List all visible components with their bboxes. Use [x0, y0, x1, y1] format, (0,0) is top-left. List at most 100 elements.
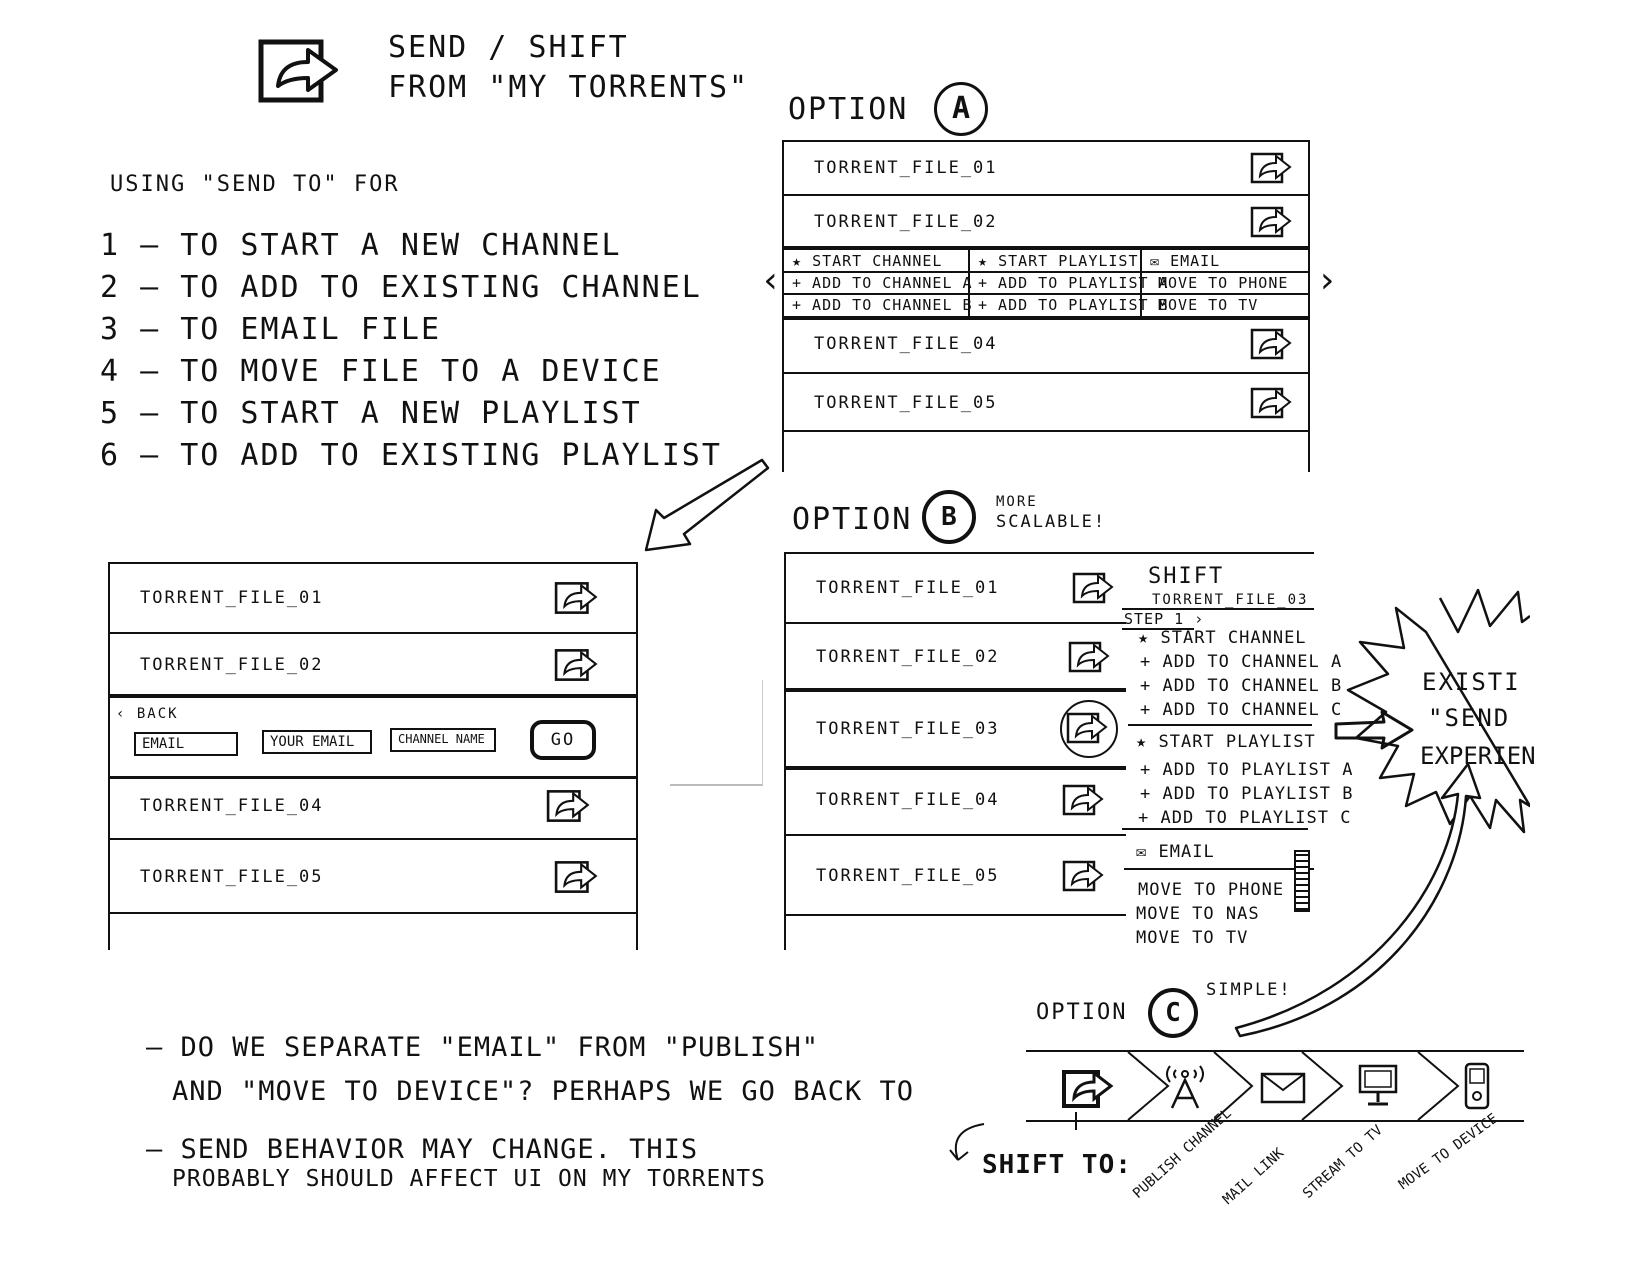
shift-menu-file: TORRENT_FILE_03 — [1152, 592, 1309, 608]
usage-item: 1 – TO START A NEW CHANNEL — [100, 228, 622, 263]
page-title: SEND / SHIFT — [388, 30, 629, 65]
share-icon-highlighted[interactable] — [1060, 700, 1118, 758]
option-b-note: MORE — [996, 494, 1038, 510]
carousel-next-button[interactable]: › — [1316, 260, 1340, 301]
file-name: TORRENT_FILE_02 — [814, 212, 998, 232]
menu-item-start-channel[interactable]: ★ START CHANNEL — [792, 252, 943, 270]
menu-item-add-playlist-c[interactable]: + ADD TO PLAYLIST C — [1138, 808, 1352, 828]
menu-item-label: START PLAYLIST — [998, 252, 1139, 270]
menu-item-start-playlist[interactable]: ★ START PLAYLIST — [978, 252, 1139, 270]
back-button[interactable]: ‹ BACK — [116, 706, 179, 722]
option-a-list: TORRENT_FILE_01 TORRENT_FILE_02 ★ START … — [782, 140, 1310, 472]
menu-item-start-channel[interactable]: ★ START CHANNEL — [1138, 628, 1307, 648]
list-item[interactable]: TORRENT_FILE_05 — [784, 372, 1308, 432]
usage-item: 3 – TO EMAIL FILE — [100, 312, 442, 347]
your-email-field[interactable]: YOUR EMAIL — [262, 730, 372, 754]
list-item[interactable]: TORRENT_FILE_05 — [786, 834, 1126, 916]
menu-item-label: EMAIL — [1170, 252, 1221, 270]
pointer-arrow-icon — [949, 1112, 1077, 1161]
menu-item-add-channel-c[interactable]: + ADD TO CHANNEL C — [1140, 700, 1343, 720]
share-icon[interactable] — [1062, 858, 1106, 894]
share-icon[interactable] — [1250, 385, 1294, 421]
menu-item-email[interactable]: ✉ EMAIL — [1136, 842, 1215, 862]
menu-item-add-channel-a[interactable]: + ADD TO CHANNEL A — [792, 274, 973, 292]
menu-item-move-nas[interactable]: MOVE TO NAS — [1136, 904, 1260, 924]
flow-arrow-icon — [644, 458, 770, 552]
menu-item-add-channel-b[interactable]: + ADD TO CHANNEL B — [792, 296, 973, 314]
shift-menu-title: SHIFT — [1148, 564, 1225, 589]
starburst-text: EXPERIEN — [1420, 742, 1536, 770]
starburst-text: EXISTI — [1422, 668, 1521, 696]
target-label-device: MOVE TO DEVICE — [1396, 1110, 1501, 1193]
menu-item-move-phone[interactable]: MOVE TO PHONE — [1138, 880, 1285, 900]
menu-item-add-playlist-a[interactable]: + ADD TO PLAYLIST A — [978, 274, 1169, 292]
go-button[interactable]: GO — [530, 720, 596, 760]
mail-icon: ✉ — [1150, 252, 1161, 270]
menu-item-move-phone[interactable]: MOVE TO PHONE — [1158, 274, 1289, 292]
menu-item-add-channel-a[interactable]: + ADD TO CHANNEL A — [1140, 652, 1343, 672]
menu-item-move-tv[interactable]: MOVE TO TV — [1158, 296, 1259, 314]
email-panel-list: TORRENT_FILE_01 TORRENT_FILE_02 ‹ BACK E… — [108, 562, 638, 950]
menu-item-add-channel-b[interactable]: + ADD TO CHANNEL B — [1140, 676, 1343, 696]
list-item[interactable]: TORRENT_FILE_04 — [110, 774, 636, 838]
list-item[interactable]: TORRENT_FILE_01 — [784, 142, 1308, 194]
option-a-label: OPTION — [788, 92, 909, 127]
option-b-label: OPTION — [792, 502, 913, 537]
email-field[interactable]: EMAIL — [134, 732, 238, 756]
option-b-note: SCALABLE! — [996, 512, 1107, 532]
menu-item-email[interactable]: ✉ EMAIL — [1150, 252, 1220, 270]
option-c-strip — [1026, 1050, 1524, 1122]
note-line: AND "MOVE TO DEVICE"? PERHAPS WE GO BACK… — [172, 1076, 914, 1107]
starburst-shape — [1346, 588, 1530, 834]
share-icon[interactable] — [1250, 150, 1294, 186]
list-item[interactable]: TORRENT_FILE_02 — [110, 632, 636, 696]
share-icon[interactable] — [1068, 639, 1112, 675]
file-name: TORRENT_FILE_02 — [140, 655, 324, 675]
share-icon[interactable] — [1250, 204, 1294, 240]
menu-item-start-playlist[interactable]: ★ START PLAYLIST — [1136, 732, 1316, 752]
list-item[interactable]: TORRENT_FILE_04 — [784, 316, 1308, 372]
list-item[interactable]: TORRENT_FILE_01 — [110, 564, 636, 632]
share-icon[interactable] — [546, 787, 592, 825]
carousel-prev-button[interactable]: ‹ — [760, 260, 784, 301]
scrollbar[interactable] — [1294, 850, 1310, 912]
option-c-badge: C — [1148, 988, 1198, 1038]
share-icon[interactable] — [554, 579, 600, 617]
file-name: TORRENT_FILE_04 — [140, 796, 324, 816]
list-item-empty — [110, 912, 636, 950]
tv-icon[interactable] — [1356, 1062, 1400, 1110]
list-item-empty — [784, 430, 1308, 472]
share-icon[interactable] — [1250, 326, 1294, 362]
list-item[interactable]: TORRENT_FILE_04 — [786, 766, 1126, 834]
list-item-selected[interactable]: TORRENT_FILE_03 — [786, 688, 1126, 770]
share-icon[interactable] — [554, 858, 600, 896]
share-icon[interactable] — [1062, 782, 1106, 818]
menu-item-label: EMAIL — [1158, 842, 1215, 862]
list-item[interactable]: TORRENT_FILE_02 — [786, 622, 1126, 690]
target-label-stream: STREAM TO TV — [1300, 1122, 1386, 1202]
channel-name-field[interactable]: CHANNEL NAME — [390, 728, 496, 752]
list-item[interactable]: TORRENT_FILE_02 — [784, 194, 1308, 248]
menu-item-add-playlist-a[interactable]: + ADD TO PLAYLIST A — [1140, 760, 1354, 780]
file-name: TORRENT_FILE_05 — [816, 866, 1000, 886]
list-item[interactable]: TORRENT_FILE_01 — [786, 552, 1126, 622]
share-icon[interactable] — [1072, 570, 1116, 606]
option-b-list: TORRENT_FILE_01 TORRENT_FILE_02 TORRENT_… — [784, 552, 1126, 950]
flow-arrow-icon — [1234, 762, 1482, 1038]
divider — [1124, 552, 1314, 554]
share-arrow-icon — [258, 39, 338, 103]
menu-item-move-tv[interactable]: MOVE TO TV — [1136, 928, 1249, 948]
list-item[interactable]: TORRENT_FILE_05 — [110, 838, 636, 914]
file-name: TORRENT_FILE_05 — [140, 867, 324, 887]
device-icon[interactable] — [1462, 1062, 1492, 1112]
mail-icon[interactable] — [1260, 1072, 1306, 1104]
menu-item-add-playlist-b[interactable]: + ADD TO PLAYLIST B — [978, 296, 1169, 314]
step-label: STEP 1 — [1124, 610, 1185, 628]
share-icon[interactable] — [1062, 1066, 1114, 1110]
file-name: TORRENT_FILE_02 — [816, 647, 1000, 667]
broadcast-icon[interactable] — [1160, 1062, 1210, 1112]
file-name: TORRENT_FILE_05 — [814, 393, 998, 413]
target-label-mail: MAIL LINK — [1220, 1145, 1288, 1208]
share-icon[interactable] — [554, 646, 600, 684]
menu-item-add-playlist-b[interactable]: + ADD TO PLAYLIST B — [1140, 784, 1354, 804]
